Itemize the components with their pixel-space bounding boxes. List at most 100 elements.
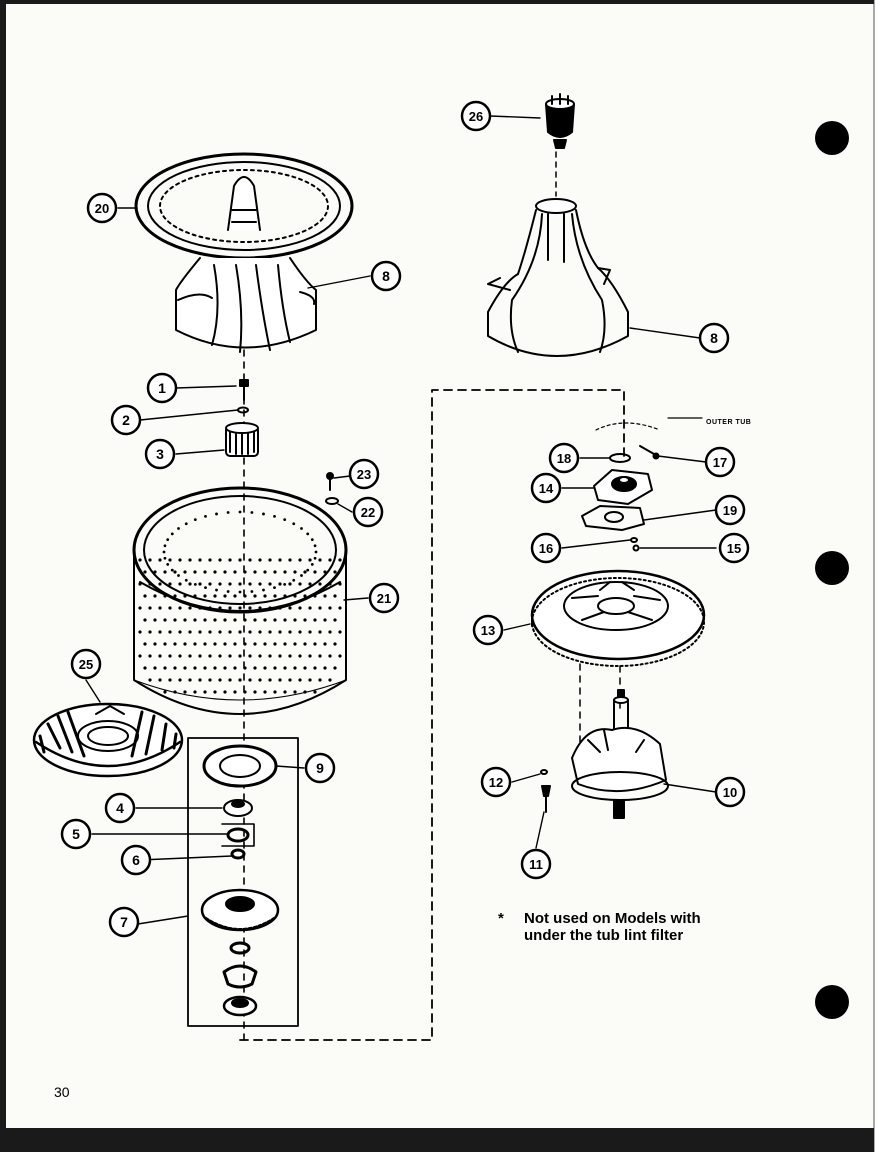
perforation-dot: [288, 678, 292, 682]
part-cap: [545, 93, 575, 149]
outer-tub-reference: [595, 417, 703, 431]
perforation-dot: [303, 690, 307, 694]
perforation-dot: [278, 678, 282, 682]
perforation-dot: [138, 654, 142, 658]
perforation-dot: [298, 582, 302, 586]
perforation-dot: [158, 582, 162, 586]
callout-bubble: 11: [520, 848, 552, 880]
callout-number: 10: [723, 785, 737, 800]
perforation-dot: [183, 570, 187, 574]
callout-number: 18: [557, 451, 571, 466]
perforation-dot: [233, 618, 237, 622]
perforation-dot: [262, 512, 265, 516]
perforation-dot: [183, 690, 187, 694]
perforation-dot: [278, 630, 282, 634]
perforation-dot: [268, 582, 272, 586]
perforation-dot: [228, 678, 232, 682]
perforation-dot: [253, 642, 257, 646]
callout-circle: [368, 582, 400, 614]
perforation-dot: [292, 578, 296, 582]
part-screw-washer: [325, 472, 339, 505]
callout-circle: [530, 472, 562, 504]
perforation-dot: [203, 642, 207, 646]
perforation-dot: [143, 666, 147, 670]
callout-bubble: 8: [370, 260, 402, 292]
perforation-dot: [268, 606, 272, 610]
perforation-dot: [203, 666, 207, 670]
perforation-dot: [198, 678, 202, 682]
perforation-dot: [243, 690, 247, 694]
perforation-dot: [253, 594, 257, 598]
perforation-dot: [338, 582, 342, 586]
perforation-dot: [318, 678, 322, 682]
callout-bubble: 23: [348, 458, 380, 490]
perforation-dot: [273, 618, 277, 622]
part-seal: [202, 744, 278, 788]
page-number: 30: [54, 1084, 70, 1100]
perforation-dot: [226, 590, 230, 593]
perforation-dot: [338, 630, 342, 634]
perforation-dot: [303, 666, 307, 670]
perforation-dot: [178, 678, 182, 682]
perforation-dot: [218, 678, 222, 682]
perforation-dot: [293, 642, 297, 646]
perforation-dot: [188, 678, 192, 682]
callout-bubble: 12: [480, 766, 512, 798]
callout-circle: [70, 648, 102, 680]
perforation-dot: [148, 654, 152, 658]
callout-circle: [110, 404, 142, 436]
perforation-dot: [198, 630, 202, 634]
callout-bubble: 6: [120, 844, 152, 876]
perforation-dot: [268, 654, 272, 658]
callout-number: 5: [72, 826, 80, 842]
perforation-dot: [238, 558, 242, 562]
perforation-dot: [313, 594, 317, 598]
perforation-dot: [313, 642, 317, 646]
perforation-dot: [163, 618, 167, 622]
perforation-dot: [203, 618, 207, 622]
perforation-dot: [198, 606, 202, 610]
perforation-dot: [184, 578, 188, 582]
callout-number: 19: [723, 503, 737, 518]
perforation-dot: [223, 594, 227, 598]
perforation-dot: [243, 570, 247, 574]
perforation-dot: [178, 606, 182, 610]
perforation-dot: [204, 514, 207, 518]
perforation-dot: [168, 678, 172, 682]
perforation-dot: [166, 562, 170, 566]
part-pulley: [530, 569, 706, 667]
perforation-dot: [193, 582, 197, 586]
callout-number: 15: [727, 541, 741, 556]
callout-number: 22: [361, 505, 375, 520]
perforation-dot: [238, 630, 242, 634]
perforation-dot: [173, 594, 177, 598]
perforation-dot: [213, 666, 217, 670]
perforation-dot: [243, 594, 247, 598]
callout-circle: [370, 260, 402, 292]
part-basket: [132, 486, 348, 715]
perforation-dot: [223, 690, 227, 694]
perforation-dot: [198, 654, 202, 658]
perforation-dot: [228, 582, 232, 586]
perforation-dot: [298, 654, 302, 658]
callout-bubble: 14: [530, 472, 562, 504]
perforation-dot: [148, 558, 152, 562]
perforation-dot: [168, 606, 172, 610]
perforation-dot: [288, 630, 292, 634]
perforation-dot: [248, 582, 252, 586]
callout-number: 21: [377, 591, 391, 606]
callout-number: 13: [481, 623, 495, 638]
binder-hole-top: [815, 121, 849, 155]
perforation-dot: [288, 654, 292, 658]
connecting-path: [239, 389, 625, 1041]
model-note: * Not used on Models with under the tub …: [498, 910, 701, 944]
perforation-dot: [204, 586, 207, 590]
perforation-dot: [273, 666, 277, 670]
part-o-ring: [230, 848, 246, 860]
callout-circle: [480, 766, 512, 798]
perforation-dot: [258, 606, 262, 610]
callout-layer: 1234567889101112131415161718192021222325…: [60, 100, 750, 938]
perforation-dot: [258, 654, 262, 658]
callout-number: 8: [382, 268, 390, 284]
perforation-dot: [243, 666, 247, 670]
